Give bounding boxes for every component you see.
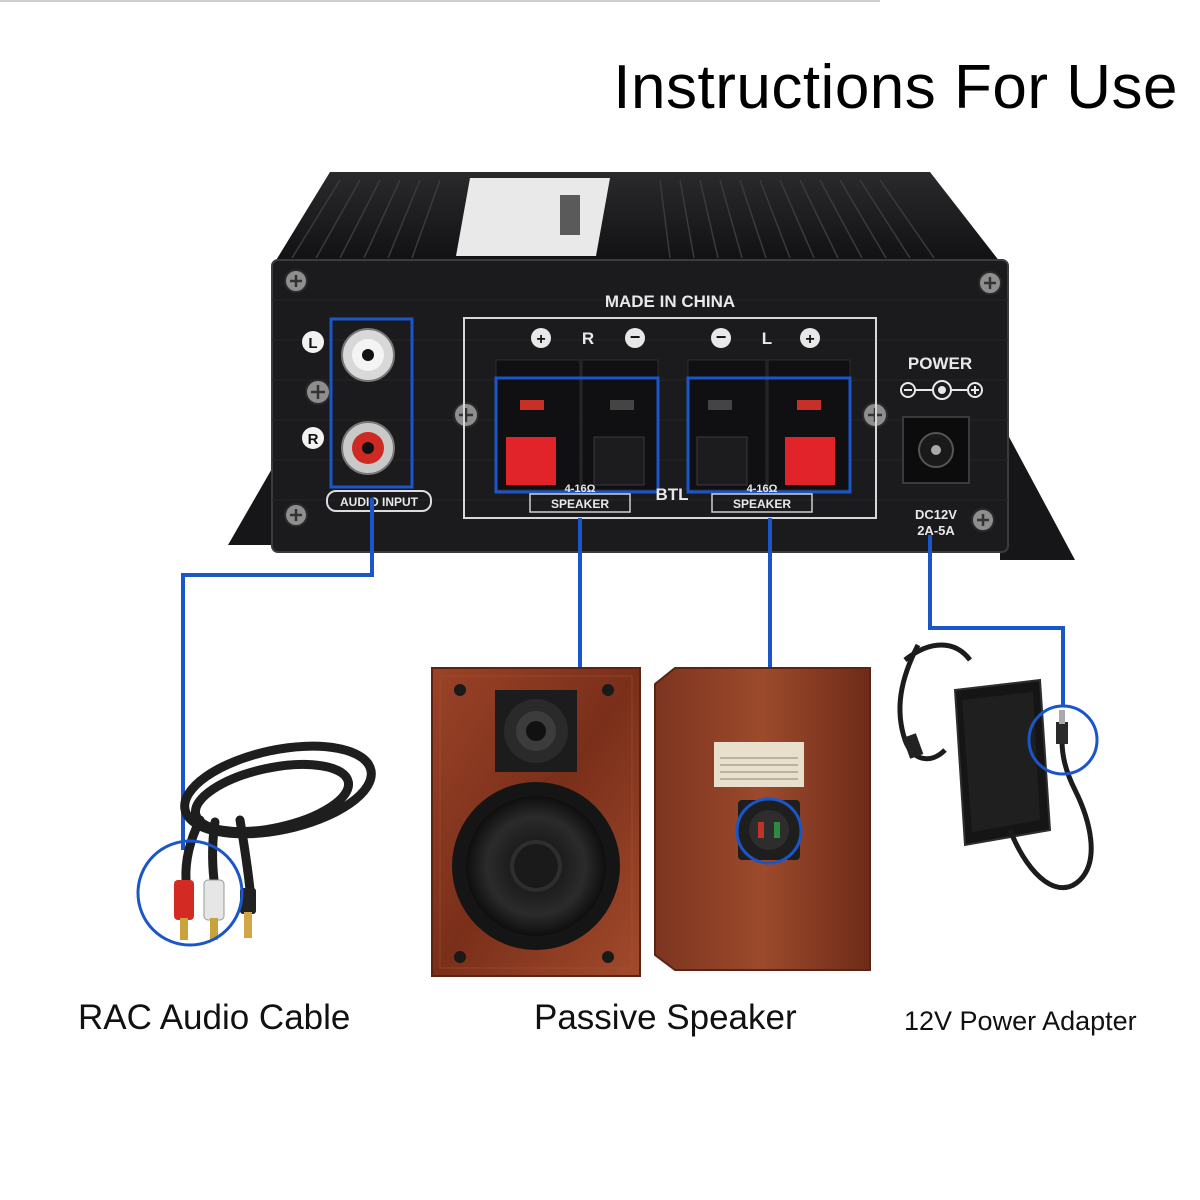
dc-plug [1056,722,1068,744]
dc-polarity-icon [900,380,983,400]
speaker-caption: Passive Speaker [534,998,797,1037]
rca-jack-right[interactable] [341,421,395,475]
audio-input-tag [326,490,432,512]
audio-input-highlight [329,317,414,489]
terminal-l-negative[interactable] [696,436,748,486]
terminal-r-negative[interactable] [593,436,645,486]
cable-connector-line [181,498,374,850]
svg-text:−: − [630,327,641,347]
dc-power-jack[interactable] [902,416,970,484]
cable-caption: RAC Audio Cable [78,998,351,1037]
rca-audio-cable [136,741,376,947]
connector-lines [181,498,1065,850]
svg-text:+: + [805,331,814,348]
dc-plug-highlight [1027,704,1099,776]
white-rca-plug [203,879,225,921]
speaker-label-1: SPEAKER [551,497,609,511]
aux-plug [240,888,256,914]
power-label: POWER [908,354,972,373]
top-divider [0,0,880,2]
terminal-r-label: R [582,329,594,348]
impedance-label-1: 4-16Ω [565,483,596,495]
svg-text:−: − [716,327,727,347]
made-in-label: MADE IN CHINA [605,292,735,311]
btl-label: BTL [655,485,688,504]
rca-jack-left[interactable] [341,328,395,382]
terminal-l-positive[interactable] [785,437,835,485]
amp-right-flange [1000,420,1075,560]
power-spec-2: 2A-5A [917,523,955,538]
speaker-back [654,667,871,971]
audio-input-label: AUDIO INPUT [340,495,419,509]
tweeter [526,721,546,741]
left-channel-label: L [308,335,317,352]
left-speaker-highlight [686,376,852,494]
speaker-label-2: SPEAKER [733,497,791,511]
power-adapter [897,642,1099,891]
speaker-front [431,667,641,977]
adapter-connector-line [928,535,1065,705]
polarity-symbols: + − − + [531,327,820,348]
right-channel-label: R [308,431,319,448]
amp-top-surface [275,172,1000,262]
page-title: Instructions For Use [613,53,1178,122]
red-rca-plug [174,880,194,920]
adapter-caption: 12V Power Adapter [904,1006,1137,1036]
svg-text:+: + [536,331,545,348]
power-spec-1: DC12V [915,507,957,522]
terminal-l-label: L [762,329,772,348]
amplifier: L R AUDIO INPUT MADE IN CHINA + − − + R … [228,172,1075,560]
rear-terminal-highlight [735,797,803,865]
impedance-label-2: 4-16Ω [747,483,778,495]
speaker-terminal-frame [463,317,877,519]
amp-top-label [456,178,610,256]
right-channel-badge [302,427,324,449]
left-channel-badge [302,331,324,353]
terminal-r-positive[interactable] [506,437,556,485]
cable-plug-highlight [136,839,244,947]
right-speaker-highlight [494,376,660,494]
